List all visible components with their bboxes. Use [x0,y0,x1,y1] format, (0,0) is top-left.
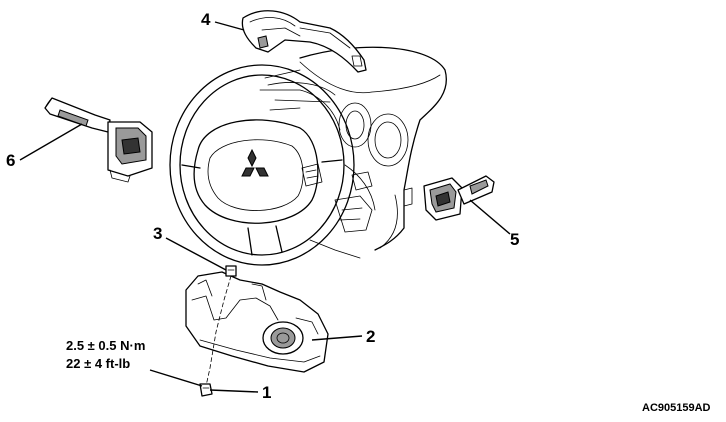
figure-id: AC905159AD [642,402,711,414]
part-lower-column-cover [185,271,329,373]
part-screw-upper [225,265,237,277]
leader-line-4 [214,21,245,31]
callout-1: 1 [262,383,272,402]
callout-2: 2 [366,327,376,346]
callout-5: 5 [510,230,520,249]
leader-line-5 [469,199,511,235]
part-upper-column-cover [241,10,367,73]
screw-alignment-line [205,275,232,387]
torque-spec-imperial: 22 ± 4 ft-lb [66,356,131,371]
torque-spec-metric: 2.5 ± 0.5 N·m [66,338,146,353]
callout-6: 6 [6,151,16,170]
part-right-column-switch [423,175,495,221]
callout-4: 4 [201,10,211,29]
manufacturer-emblem [241,148,269,177]
leader-line-3 [165,237,227,271]
leader-line-6 [19,123,83,161]
leader-line-2 [311,335,363,341]
callout-3: 3 [153,224,163,243]
part-screw-lower [199,383,213,397]
leader-line-1 [209,389,259,393]
leader-line-torque [149,369,203,387]
part-left-column-switch [44,97,153,183]
steering-wheel [169,64,355,266]
